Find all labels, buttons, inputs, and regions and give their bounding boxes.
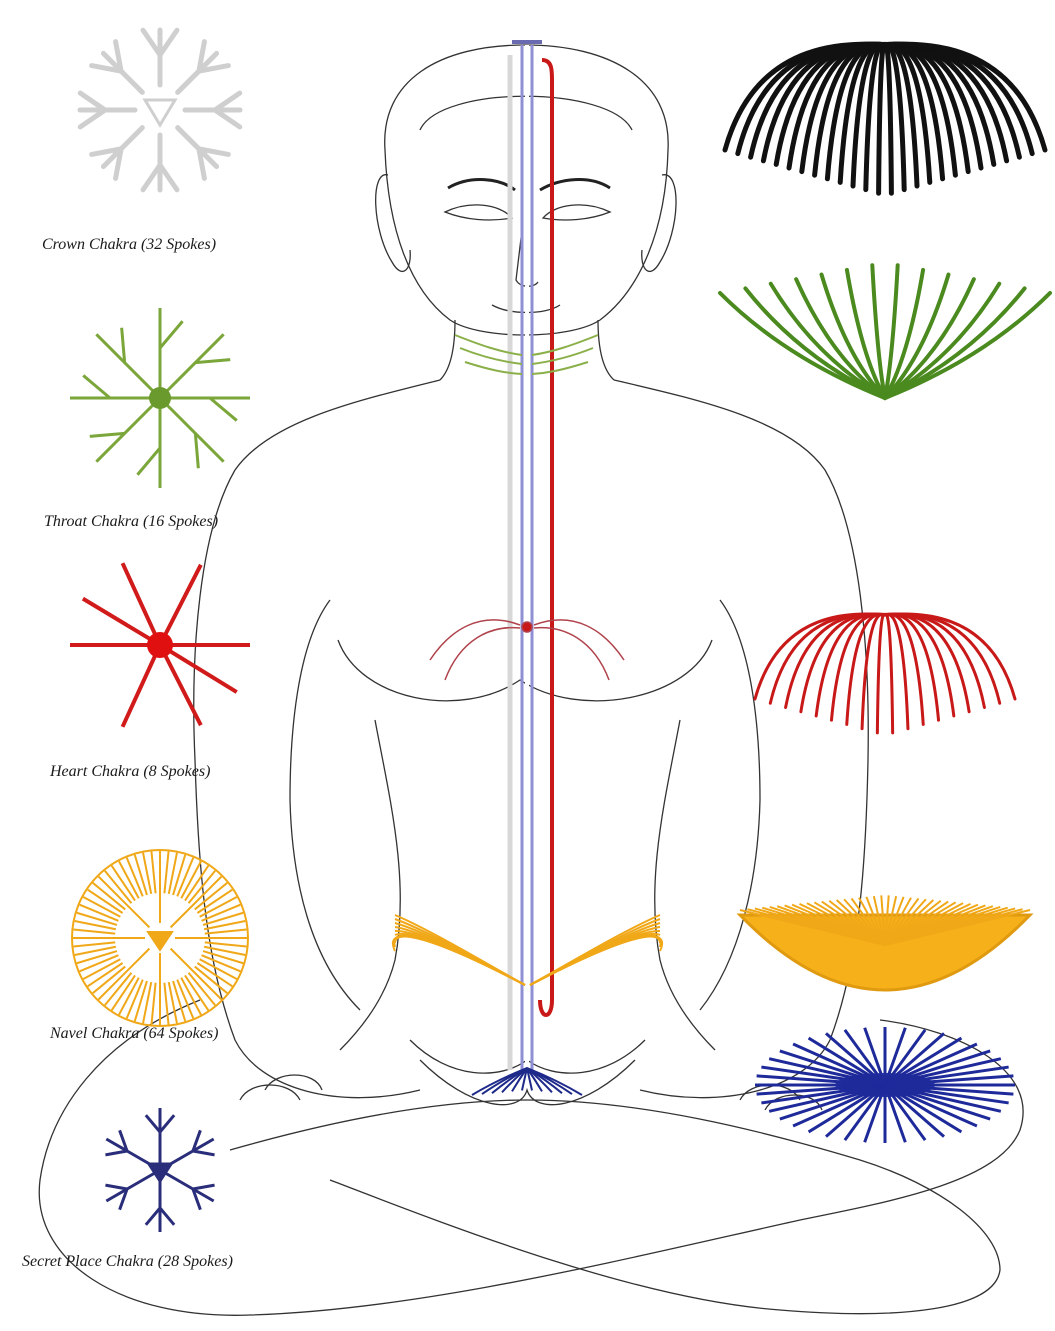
secret-chakra-emblem (105, 1108, 214, 1232)
heart-lotus-side (755, 614, 1015, 733)
throat-lotus-side (720, 265, 1050, 398)
energy-channels (510, 42, 552, 1070)
heart-chakra-emblem (70, 563, 250, 727)
right-channel (540, 60, 552, 1015)
crown-lotus-side (725, 44, 1045, 193)
throat-chakra-emblem (70, 308, 250, 488)
navel-lotus-side (740, 895, 1030, 990)
crown-chakra-label: Crown Chakra (32 Spokes) (42, 236, 216, 254)
secret-chakra-label: Secret Place Chakra (28 Spokes) (22, 1253, 233, 1271)
heart-chakra-label: Heart Chakra (8 Spokes) (50, 763, 210, 781)
navel-chakra-label: Navel Chakra (64 Spokes) (50, 1025, 218, 1043)
secret-lotus-side (755, 1027, 1015, 1143)
navel-chakra-emblem (72, 850, 248, 1026)
crown-chakra-emblem (80, 30, 240, 190)
throat-chakra-label: Throat Chakra (16 Spokes) (44, 513, 218, 531)
